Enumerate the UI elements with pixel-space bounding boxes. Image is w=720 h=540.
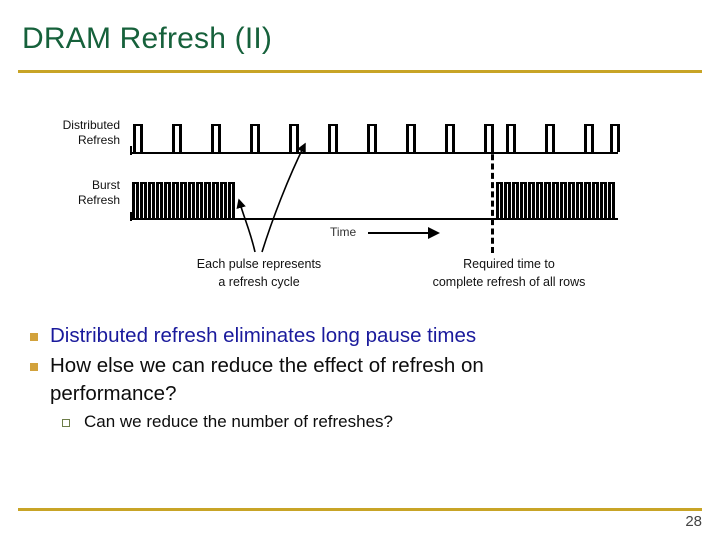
bullet-square-icon bbox=[30, 333, 38, 341]
burst-refresh-pulse bbox=[172, 182, 179, 218]
time-arrow-head bbox=[428, 227, 440, 239]
distributed-refresh-timeline-axis bbox=[130, 152, 618, 154]
burst-refresh-pulse bbox=[552, 182, 559, 218]
distributed-refresh-pulse bbox=[484, 124, 494, 152]
distributed-refresh-pulse bbox=[506, 124, 516, 152]
required-refresh-time-dashed-line bbox=[491, 145, 494, 253]
title-divider bbox=[18, 70, 702, 73]
distributed-refresh-pulse bbox=[406, 124, 416, 152]
burst-refresh-pulse bbox=[196, 182, 203, 218]
burst-refresh-pulse bbox=[204, 182, 211, 218]
page-title: DRAM Refresh (II) bbox=[22, 22, 273, 55]
page-number: 28 bbox=[685, 513, 702, 530]
distributed-refresh-row-label: Distributed Refresh bbox=[20, 118, 120, 148]
burst-refresh-pulse bbox=[212, 182, 219, 218]
burst-refresh-pulse bbox=[584, 182, 591, 218]
burst-refresh-pulse bbox=[148, 182, 155, 218]
bullet-text: How else we can reduce the effect of ref… bbox=[50, 354, 484, 405]
distributed-refresh-pulse bbox=[367, 124, 377, 152]
refresh-timing-diagram: Distributed Refresh Burst Refresh Time E… bbox=[0, 100, 720, 305]
burst-refresh-row-label: Burst Refresh bbox=[20, 178, 120, 208]
distributed-refresh-pulse bbox=[211, 124, 221, 152]
bullet-list: Distributed refresh eliminates long paus… bbox=[0, 322, 720, 436]
distributed-refresh-label-line1: Distributed bbox=[62, 118, 120, 132]
burst-refresh-pulse bbox=[188, 182, 195, 218]
burst-refresh-pulse bbox=[560, 182, 567, 218]
burst-refresh-pulse bbox=[528, 182, 535, 218]
distributed-refresh-pulse bbox=[610, 124, 620, 152]
arrow-to-burst-pulse bbox=[236, 198, 256, 253]
burst-axis-origin-tick bbox=[130, 212, 132, 221]
burst-refresh-pulse bbox=[132, 182, 139, 218]
burst-refresh-pulse bbox=[520, 182, 527, 218]
bullet-item: How else we can reduce the effect of ref… bbox=[0, 352, 720, 408]
distributed-axis-origin-tick bbox=[130, 146, 132, 155]
burst-refresh-pulse bbox=[228, 182, 235, 218]
distributed-refresh-pulse bbox=[584, 124, 594, 152]
distributed-refresh-pulse bbox=[133, 124, 143, 152]
distributed-refresh-label-line2: Refresh bbox=[77, 133, 120, 147]
burst-refresh-label-line2: Refresh bbox=[77, 193, 120, 207]
burst-refresh-pulse bbox=[156, 182, 163, 218]
sub-bullet-square-icon bbox=[62, 419, 70, 427]
burst-refresh-pulse bbox=[536, 182, 543, 218]
pulse-meaning-caption-line1: Each pulse represents bbox=[196, 257, 322, 271]
time-arrow-shaft bbox=[368, 232, 430, 234]
burst-refresh-pulse bbox=[504, 182, 511, 218]
burst-refresh-pulse bbox=[220, 182, 227, 218]
arrow-to-distributed-pulse bbox=[261, 142, 306, 253]
pulse-meaning-caption: Each pulse represents a refresh cycle bbox=[168, 255, 350, 291]
distributed-refresh-pulse bbox=[250, 124, 260, 152]
distributed-refresh-pulse bbox=[328, 124, 338, 152]
required-time-caption-line1: Required time to bbox=[463, 257, 555, 271]
burst-refresh-pulse bbox=[544, 182, 551, 218]
bullet-text: Can we reduce the number of refreshes? bbox=[84, 412, 394, 431]
distributed-refresh-pulse bbox=[289, 124, 299, 152]
burst-refresh-pulse bbox=[568, 182, 575, 218]
bullet-square-icon bbox=[30, 363, 38, 371]
distributed-refresh-pulse bbox=[172, 124, 182, 152]
burst-refresh-pulse bbox=[592, 182, 599, 218]
time-axis-label: Time bbox=[330, 225, 357, 239]
footer-divider bbox=[18, 508, 702, 511]
burst-refresh-pulse bbox=[140, 182, 147, 218]
burst-refresh-pulse bbox=[608, 182, 615, 218]
burst-refresh-pulse bbox=[600, 182, 607, 218]
distributed-refresh-pulse bbox=[445, 124, 455, 152]
bullet-text: Distributed refresh eliminates long paus… bbox=[50, 324, 477, 347]
required-time-caption: Required time to complete refresh of all… bbox=[400, 255, 618, 291]
distributed-refresh-pulse bbox=[545, 124, 555, 152]
burst-refresh-pulse bbox=[496, 182, 503, 218]
bullet-item: Distributed refresh eliminates long paus… bbox=[0, 322, 720, 350]
burst-refresh-pulse bbox=[576, 182, 583, 218]
bullet-item: Can we reduce the number of refreshes? bbox=[0, 410, 720, 434]
burst-refresh-pulse bbox=[164, 182, 171, 218]
required-time-caption-line2: complete refresh of all rows bbox=[432, 275, 586, 289]
burst-refresh-label-line1: Burst bbox=[91, 178, 120, 192]
pulse-meaning-caption-line2: a refresh cycle bbox=[218, 275, 300, 289]
burst-refresh-pulse bbox=[512, 182, 519, 218]
burst-refresh-pulse bbox=[180, 182, 187, 218]
burst-refresh-timeline-axis bbox=[130, 218, 618, 220]
